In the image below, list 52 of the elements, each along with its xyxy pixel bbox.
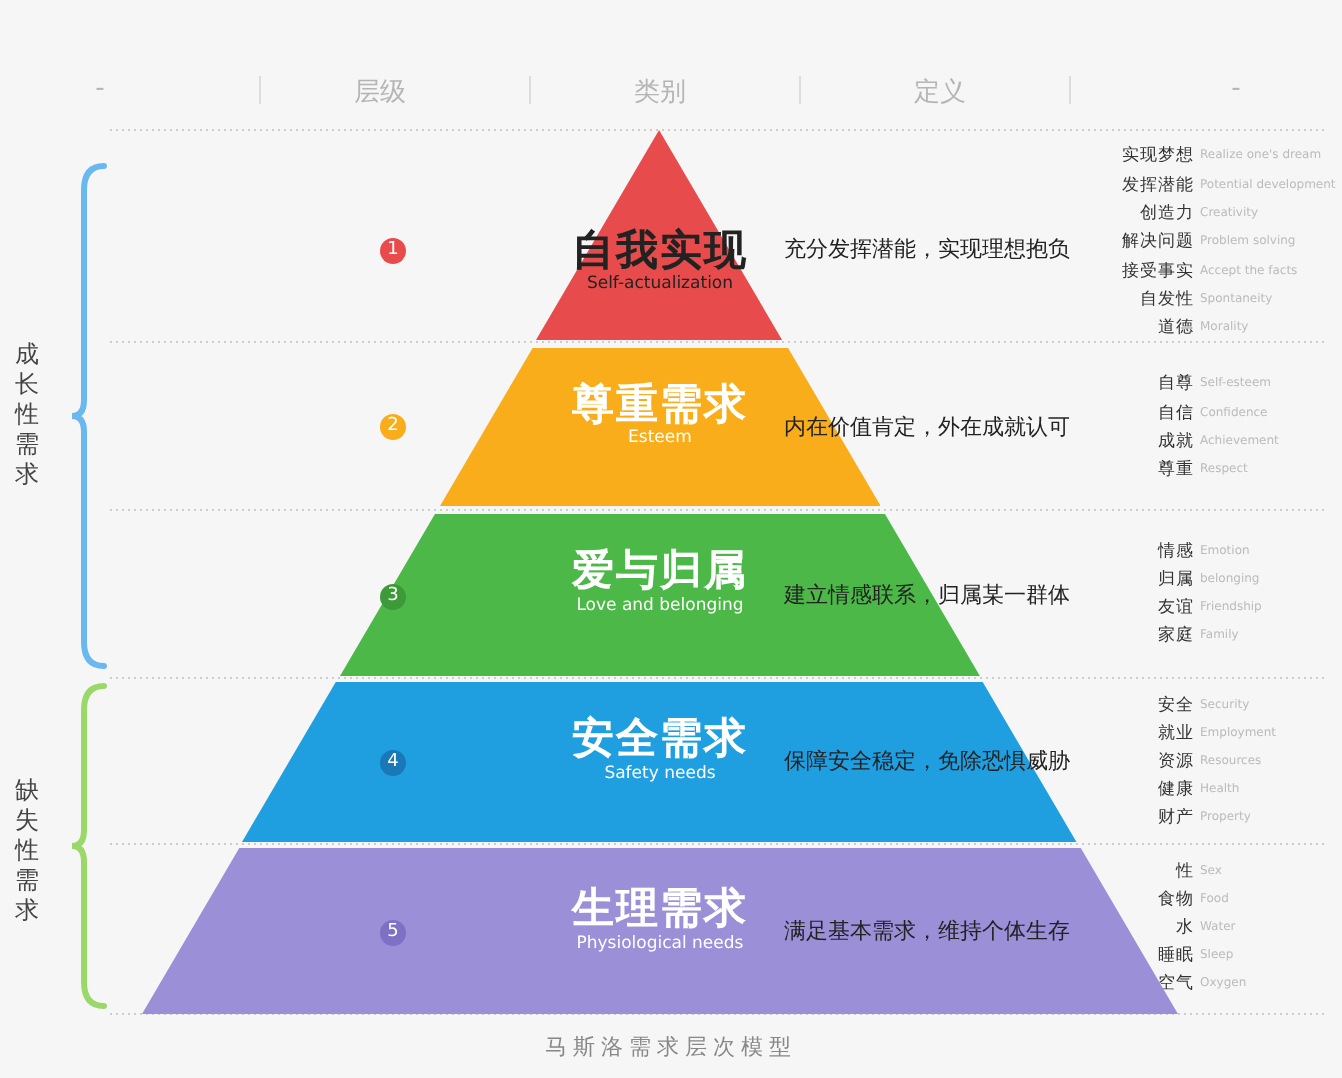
keyword-text: 安全: [1156, 694, 1194, 718]
keyword-text: 尊重: [1156, 458, 1194, 482]
layer-subtitle: Love and belonging: [576, 596, 744, 616]
keyword-text: 情感: [1155, 540, 1194, 564]
keyword-text: 资源: [1156, 750, 1194, 774]
column-header: 类别: [632, 76, 688, 110]
keyword-text: 发挥潜能: [1120, 174, 1194, 198]
keyword-text: 性: [1173, 860, 1194, 884]
column-header: 层级: [352, 76, 408, 110]
keyword-text: 自发性: [1138, 288, 1194, 312]
keyword-text: 自尊: [1156, 372, 1194, 396]
keyword-text: 财产: [1156, 806, 1194, 830]
keyword-text: 归属: [1156, 568, 1194, 592]
layer-subtitle: Esteem: [628, 428, 692, 448]
layer-subtitle: Self-actualization: [586, 274, 734, 294]
keyword-text: 就业: [1156, 722, 1194, 746]
keyword-text: 创造力: [1138, 202, 1194, 226]
keyword-text: 接受事实: [1120, 260, 1194, 284]
level-number: 1: [380, 238, 406, 264]
level-number: 3: [379, 583, 406, 609]
layer-title: 爱与归属: [571, 544, 748, 597]
keyword-text: 睡眠: [1156, 944, 1194, 968]
layer-title: 尊重需求: [571, 378, 748, 429]
column-header: 定义: [912, 76, 968, 110]
keyword-text: 家庭: [1156, 624, 1194, 648]
pyramid-layer: [536, 130, 784, 340]
definition-text: 充分发挥潜能，实现理想抱负: [784, 233, 1070, 263]
pyramid-layer: [141, 848, 1178, 1014]
column-header: -: [93, 74, 107, 104]
definition-text: 建立情感联系，归属某一群体: [784, 579, 1070, 609]
keyword-text: 水: [1174, 916, 1194, 940]
layer-subtitle: Safety needs: [604, 764, 716, 784]
keyword-text: 健康: [1156, 778, 1194, 802]
keyword-text: 友谊: [1156, 596, 1194, 620]
keyword-text: 道德: [1156, 316, 1194, 340]
caption: 马斯洛需求层次模型: [543, 1032, 799, 1062]
group-label: 成长性需求: [14, 340, 40, 490]
keyword-text: 成就: [1156, 430, 1194, 454]
column-header: -: [1229, 74, 1243, 104]
definition-text: 满足基本需求，维持个体生存: [784, 915, 1070, 945]
group-label: 缺失性需求: [14, 776, 40, 926]
pyramid-layer: [340, 514, 980, 676]
layer-subtitle: Physiological needs: [576, 934, 744, 954]
level-number: 2: [380, 414, 406, 440]
keyword-text: 食物: [1156, 888, 1194, 912]
pyramid-layer: [242, 682, 1078, 842]
layer-title: 生理需求: [571, 882, 748, 935]
layer-title: 安全需求: [571, 712, 748, 765]
keyword-text: 自信: [1156, 402, 1194, 426]
keyword-text: 空气: [1156, 972, 1194, 996]
keyword-text: 实现梦想: [1120, 144, 1194, 168]
keyword-text: 解决问题: [1120, 230, 1194, 254]
